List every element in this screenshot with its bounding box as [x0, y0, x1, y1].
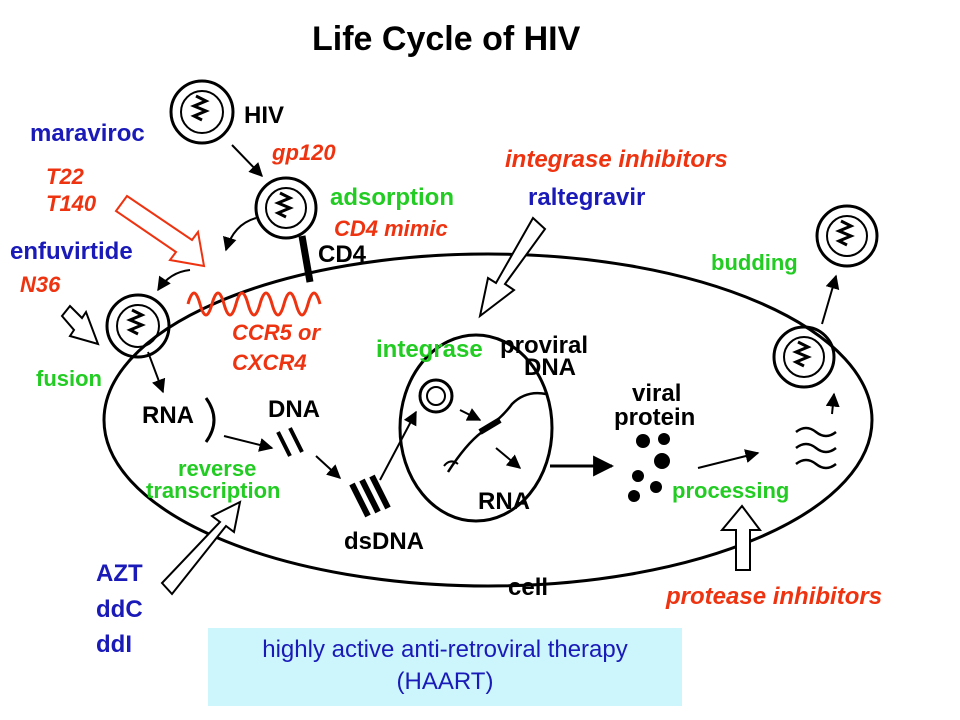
cell-membrane: [102, 252, 874, 588]
label-t140: T140: [46, 191, 97, 216]
label-raltegravir: raltegravir: [528, 184, 646, 211]
label-reverse: reverse: [178, 456, 257, 481]
label-azt: AZT: [96, 560, 143, 587]
label-rna-nucleus: RNA: [478, 488, 530, 515]
integration-complex: [418, 378, 454, 414]
label-rna-cytoplasm: RNA: [142, 402, 194, 429]
n36-inhibition-arrow: [60, 304, 100, 346]
haart-line1: highly active anti-retroviral therapy: [262, 636, 628, 663]
label-ddi: ddI: [96, 631, 132, 658]
viral-protein-dots: [628, 433, 670, 502]
azt-inhibition-arrow: [160, 500, 242, 596]
diagram-title: Life Cycle of HIV: [312, 20, 581, 58]
label-maraviroc: maraviroc: [30, 120, 145, 147]
label-fusion: fusion: [36, 366, 102, 391]
processed-strands: [795, 426, 837, 470]
label-gp120: gp120: [272, 140, 336, 165]
label-proviral: proviral: [500, 332, 589, 359]
label-hiv: HIV: [244, 102, 285, 129]
label-processing: processing: [672, 478, 790, 503]
virion-budded: [815, 204, 879, 268]
label-integrase: integrase: [376, 336, 483, 363]
label-enfuvirtide: enfuvirtide: [10, 238, 133, 265]
integrated-segment: [478, 417, 502, 435]
label-dna-cytoplasm: DNA: [268, 396, 320, 423]
flow-arrows: [147, 144, 840, 481]
label-protein: protein: [614, 404, 696, 431]
label-t22: T22: [46, 164, 84, 189]
label-cxcr4: CXCR4: [232, 350, 307, 375]
label-adsorption: adsorption: [330, 184, 454, 211]
viral-rna-strand: [204, 397, 216, 443]
virion-assembling: [772, 325, 836, 389]
haart-box: highly active anti-retroviral therapy (H…: [208, 628, 682, 706]
protease-inhibition-arrow: [719, 504, 762, 571]
haart-line2: (HAART): [396, 668, 494, 695]
label-viral: viral: [632, 380, 682, 407]
t22-inhibition-arrow: [114, 194, 206, 268]
virion-free: [169, 79, 235, 145]
label-cell: cell: [508, 574, 549, 601]
virion-fusion: [105, 293, 171, 359]
label-transcription: transcription: [146, 478, 281, 503]
label-budding: budding: [711, 250, 798, 275]
cd4-receptor: [298, 235, 314, 283]
label-cd4-mimic: CD4 mimic: [334, 216, 448, 241]
label-protease-inhibitors: protease inhibitors: [666, 583, 883, 610]
label-dsdna: dsDNA: [344, 528, 425, 555]
virion-adsorbed: [254, 176, 318, 240]
label-cd4: CD4: [318, 241, 367, 268]
dna-strand: [276, 427, 304, 457]
label-ddc: ddC: [96, 596, 143, 623]
nucleus: [398, 333, 554, 523]
integrase-inhibition-arrow: [478, 216, 547, 319]
label-proviral-dna: DNA: [524, 354, 576, 381]
proviral-dna-strand: [446, 391, 547, 473]
ccr5-coreceptor: [186, 291, 322, 317]
label-ccr5-or: CCR5 or: [232, 320, 321, 345]
label-integrase-inhibitors: integrase inhibitors: [505, 146, 728, 173]
label-n36: N36: [20, 272, 61, 297]
dsdna-strand: [349, 474, 391, 518]
viral-rna-nuclear: [443, 460, 459, 467]
